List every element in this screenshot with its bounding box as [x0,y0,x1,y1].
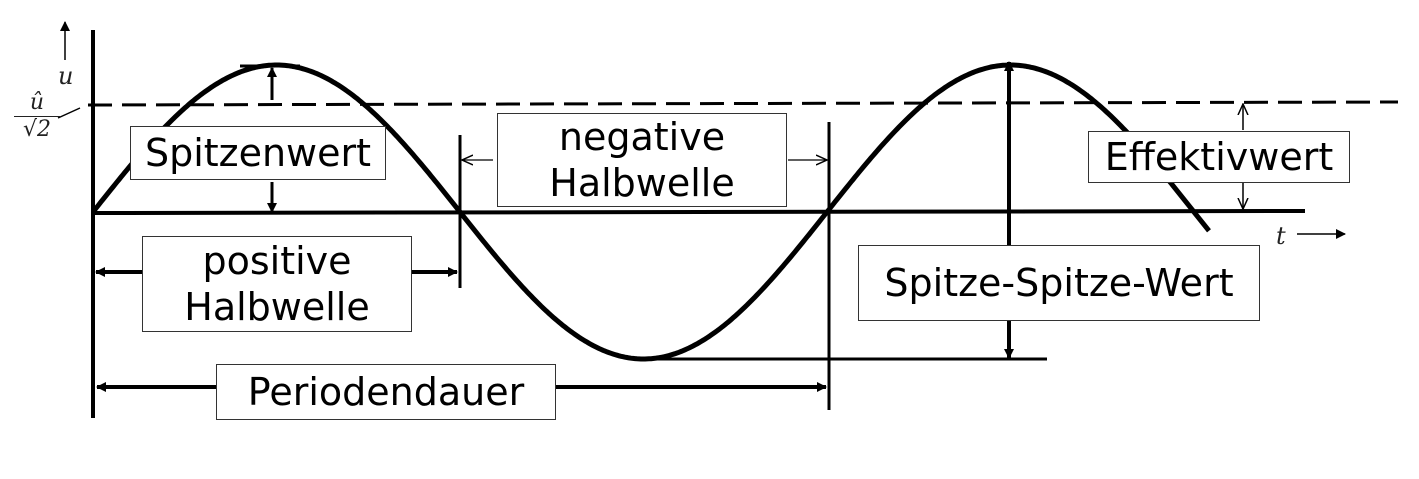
effective-label: Effektivwert [1088,131,1350,183]
rms-dashed-line [87,100,1399,107]
x-axis-symbol: t [1276,222,1286,250]
rms-label-tick [57,107,81,119]
positive-half-line-1: positive [202,239,352,283]
rms-fraction: û √2 [14,90,60,143]
period-label: Periodendauer [216,364,556,420]
rms-denominator: √2 [22,117,51,142]
y-axis-symbol: u [58,62,74,90]
positive-half-label: positive Halbwelle [142,236,412,332]
x-axis [92,209,1306,215]
peak-label: Spitzenwert [130,126,386,180]
negative-half-line-2: Halbwelle [549,161,735,205]
positive-half-line-2: Halbwelle [184,285,370,329]
rms-numerator: û [14,90,60,117]
negative-half-line-1: negative [558,115,726,159]
negative-half-label: negative Halbwelle [497,113,787,207]
peak-to-peak-label: Spitze-Spitze-Wert [858,245,1260,321]
